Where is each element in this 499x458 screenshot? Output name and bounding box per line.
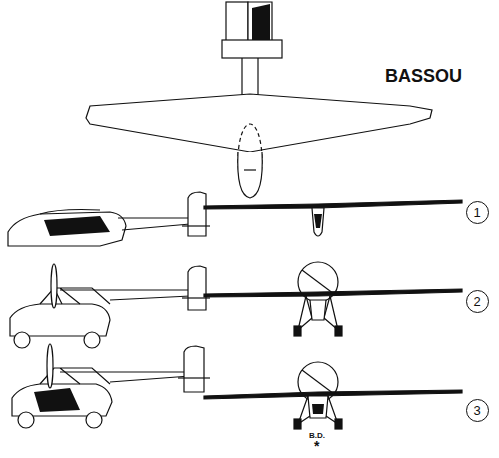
- side-view-motor: [10, 264, 210, 348]
- front-view-motor: [204, 262, 462, 336]
- callout-circle: 3: [466, 399, 489, 422]
- side-view-glider: [8, 192, 210, 246]
- front-view-motor-2: [204, 362, 462, 429]
- callout-circle: 2: [466, 290, 489, 313]
- front-view-glider: [204, 200, 462, 236]
- callout-number: 1: [473, 206, 480, 219]
- aircraft-title: BASSOU: [385, 67, 462, 85]
- side-view-motor-2: [12, 344, 210, 428]
- callout-number: 2: [473, 295, 480, 308]
- star-mark: *: [314, 439, 319, 453]
- callout-circle: 1: [466, 201, 489, 224]
- callout-number: 3: [473, 404, 480, 417]
- plan-view: [86, 2, 432, 198]
